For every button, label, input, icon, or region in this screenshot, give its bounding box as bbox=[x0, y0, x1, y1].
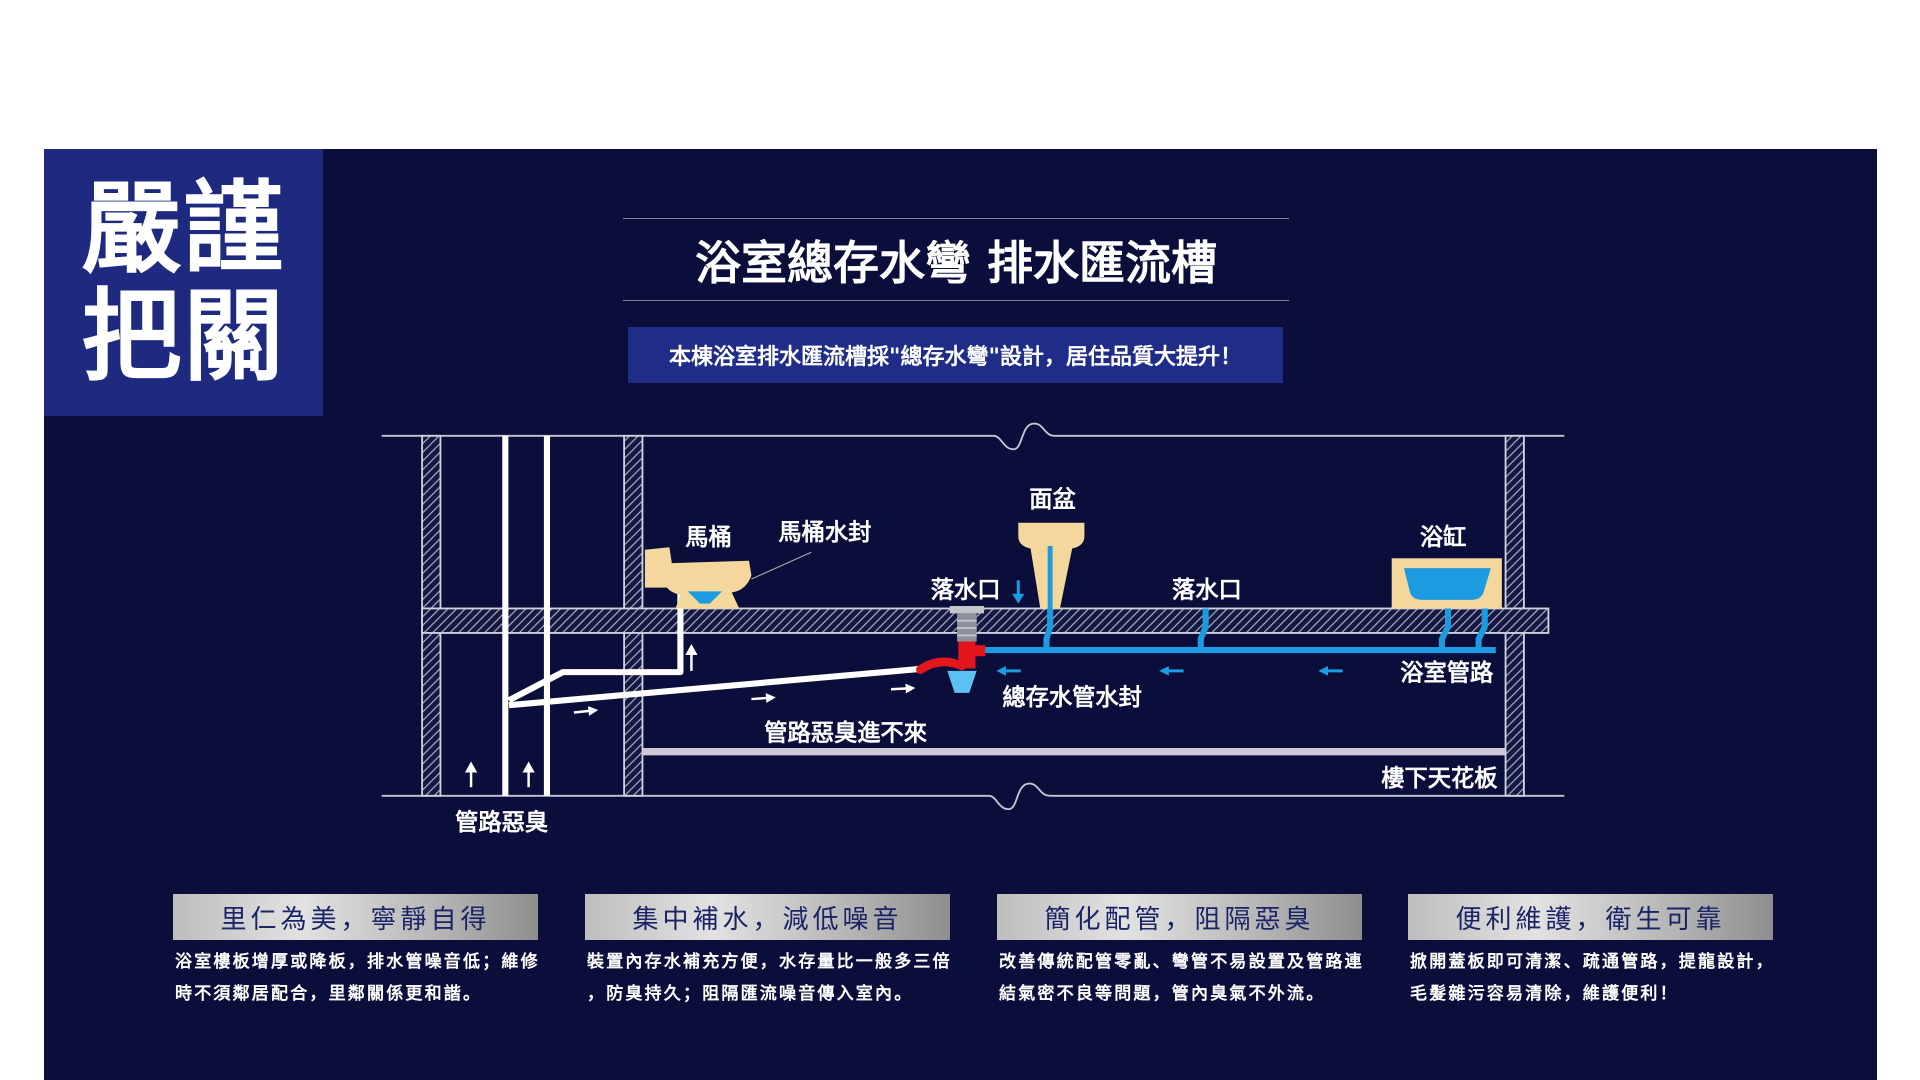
right-arrow-icon bbox=[890, 683, 916, 694]
feature-line: 毛髮雜污容易清除，維護便利！ bbox=[1410, 984, 1679, 1004]
main-trap-seal bbox=[916, 641, 986, 693]
label-toilet-seal: 馬桶水封 bbox=[778, 519, 871, 546]
label-bathtub: 浴缸 bbox=[1420, 524, 1467, 551]
floor-slab bbox=[421, 607, 1550, 634]
feature-description: 掀開蓋板即可清潔、疏通管路，提龍設計， 毛髮雜污容易清除，維護便利！ bbox=[1408, 946, 1773, 1010]
toilet-illustration bbox=[644, 547, 752, 609]
label-pipe-odor: 管路惡臭 bbox=[455, 809, 549, 836]
feature-title: 簡化配管，阻隔惡臭 bbox=[997, 894, 1362, 940]
main-drain-pipe bbox=[508, 665, 926, 709]
ceiling-board bbox=[642, 748, 1506, 756]
feature-line: 裝置內存水補充方便，水存量比一般多三倍 bbox=[587, 952, 952, 972]
feature-block-piping: 簡化配管，阻隔惡臭 改善傳統配管零亂、彎管不易設置及管路連 結氣密不良等問題，管… bbox=[997, 894, 1362, 1010]
feature-block-water: 集中補水，減低噪音 裝置內存水補充方便，水存量比一般多三倍 ，防臭持久；阻隔匯流… bbox=[585, 894, 950, 1010]
label-odor-blocked: 管路惡臭進不來 bbox=[764, 720, 928, 747]
feature-line: 掀開蓋板即可清潔、疏通管路，提龍設計， bbox=[1410, 952, 1775, 972]
badge-line-2: 把關 bbox=[81, 277, 286, 395]
feature-title: 集中補水，減低噪音 bbox=[585, 894, 950, 940]
feature-line: 改善傳統配管零亂、彎管不易設置及管路連 bbox=[999, 952, 1364, 972]
toilet-drain-pipe bbox=[507, 592, 684, 703]
right-arrow-icon bbox=[573, 706, 599, 716]
feature-description: 浴室樓板增厚或降板，排水管噪音低；維修 時不須鄰居配合，里鄰關係更和諧。 bbox=[173, 946, 538, 1010]
left-arrow-icon bbox=[1159, 666, 1184, 676]
title-frame: 浴室總存水彎 排水匯流槽 bbox=[623, 218, 1289, 301]
feature-line: 時不須鄰居配合，里鄰關係更和諧。 bbox=[175, 984, 483, 1004]
bathtub-drain-pipe-2 bbox=[1475, 608, 1488, 651]
label-ceiling-below: 樓下天花板 bbox=[1381, 765, 1498, 792]
floor-drain-cap bbox=[949, 606, 985, 642]
up-arrow-icon bbox=[685, 643, 698, 671]
toilet-seal-leader-line bbox=[751, 551, 812, 580]
left-arrow-icon bbox=[996, 666, 1021, 676]
right-arrow-icon bbox=[751, 693, 776, 703]
floor-drain-pipe bbox=[1197, 608, 1209, 651]
label-toilet: 馬桶 bbox=[685, 524, 732, 551]
feature-line: 浴室樓板增厚或降板，排水管噪音低；維修 bbox=[175, 952, 540, 972]
feature-title: 里仁為美，寧靜自得 bbox=[173, 894, 538, 940]
badge-line-1: 嚴謹 bbox=[81, 169, 286, 287]
label-drain-1: 落水口 bbox=[931, 576, 1001, 603]
up-arrow-icon bbox=[522, 761, 535, 788]
down-arrow-icon bbox=[1012, 580, 1025, 604]
left-arrow-icon bbox=[1318, 666, 1343, 676]
feature-description: 改善傳統配管零亂、彎管不易設置及管路連 結氣密不良等問題，管內臭氣不外流。 bbox=[997, 946, 1362, 1010]
feature-line: ，防臭持久；阻隔匯流噪音傳入室內。 bbox=[587, 984, 914, 1004]
page-title: 浴室總存水彎 排水匯流槽 bbox=[694, 235, 1217, 290]
label-basin: 面盆 bbox=[1029, 486, 1076, 513]
label-drain-2: 落水口 bbox=[1172, 576, 1242, 603]
upper-floor-line bbox=[381, 422, 1565, 451]
bathtub-illustration bbox=[1391, 558, 1502, 609]
bathtub-drain-pipe-1 bbox=[1438, 599, 1452, 651]
feature-line: 結氣密不良等問題，管內臭氣不外流。 bbox=[999, 984, 1326, 1004]
basin-illustration bbox=[1018, 522, 1085, 609]
label-main-trap-seal: 總存水管水封 bbox=[1002, 684, 1142, 711]
feature-description: 裝置內存水補充方便，水存量比一般多三倍 ，防臭持久；阻隔匯流噪音傳入室內。 bbox=[585, 946, 950, 1010]
drainage-diagram: 馬桶 馬桶水封 面盆 浴缸 落水口 落水口 浴室管路 總存水管水封 管路惡臭進不… bbox=[381, 422, 1565, 836]
feature-block-quiet: 里仁為美，寧靜自得 浴室樓板增厚或降板，排水管噪音低；維修 時不須鄰居配合，里鄰… bbox=[173, 894, 538, 1010]
feature-title: 便利維護，衛生可靠 bbox=[1408, 894, 1773, 940]
feature-block-maintenance: 便利維護，衛生可靠 掀開蓋板即可清潔、疏通管路，提龍設計， 毛髮雜污容易清除，維… bbox=[1408, 894, 1773, 1010]
lower-floor-line bbox=[381, 782, 1565, 811]
quality-badge: 嚴謹 把關 bbox=[44, 149, 323, 416]
label-bathroom-piping: 浴室管路 bbox=[1400, 660, 1494, 687]
up-arrow-icon bbox=[464, 761, 478, 788]
subtitle-banner: 本棟浴室排水匯流槽採"總存水彎"設計，居住品質大提升！ bbox=[628, 327, 1283, 383]
